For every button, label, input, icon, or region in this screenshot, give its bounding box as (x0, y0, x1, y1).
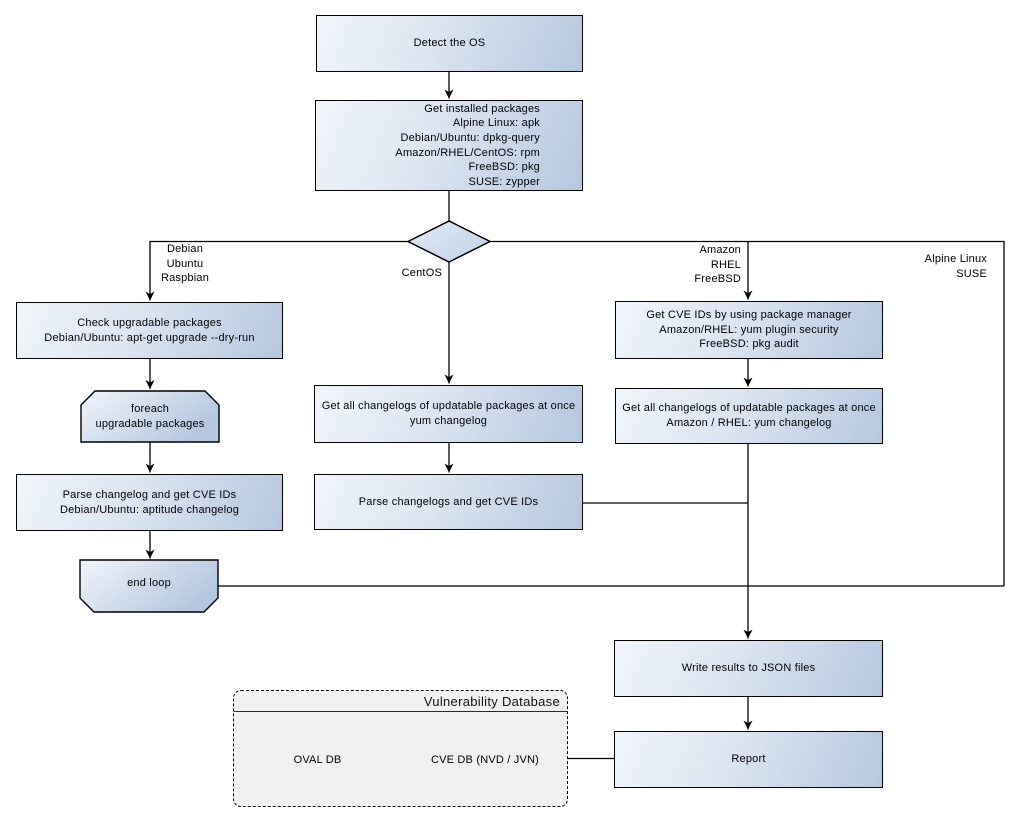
branch-label-amazon: Amazon RHEL FreeBSD (694, 244, 741, 286)
node-write-results-json: Write results to JSON files (614, 640, 883, 697)
vulnerability-database-title: Vulnerability Database (234, 691, 567, 712)
cve-db-label: CVE DB (NVD / JVN) (430, 753, 540, 766)
end-loop-label: end loop (127, 577, 171, 590)
node-parse-changelog-debian: Parse changelog and get CVE IDs Debian/U… (16, 474, 283, 531)
branch-label-alpine: Alpine Linux SUSE (924, 253, 987, 280)
node-get-installed-packages: Get installed packages Alpine Linux: apk… (315, 100, 583, 191)
branch-label-debian: Debian Ubuntu Raspbian (160, 243, 210, 285)
node-get-cve-ids-package-manager: Get CVE IDs by using package manager Ama… (615, 301, 883, 359)
node-get-changelogs-yum: Get all changelogs of updatable packages… (314, 385, 583, 443)
node-report: Report (614, 731, 883, 788)
node-detect-os: Detect the OS (316, 15, 583, 72)
node-check-upgradable-packages: Check upgradable packages Debian/Ubuntu:… (16, 302, 283, 359)
foreach-loop-label: foreach upgradable packages (95, 403, 205, 430)
node-parse-changelogs-yum: Parse changelogs and get CVE IDs (314, 474, 583, 530)
os-decision-diamond (406, 220, 492, 263)
node-get-changelogs-amazon-rhel: Get all changelogs of updatable packages… (615, 388, 883, 444)
oval-db-label: OVAL DB (293, 753, 342, 766)
branch-label-centos: CentOS (401, 267, 442, 280)
